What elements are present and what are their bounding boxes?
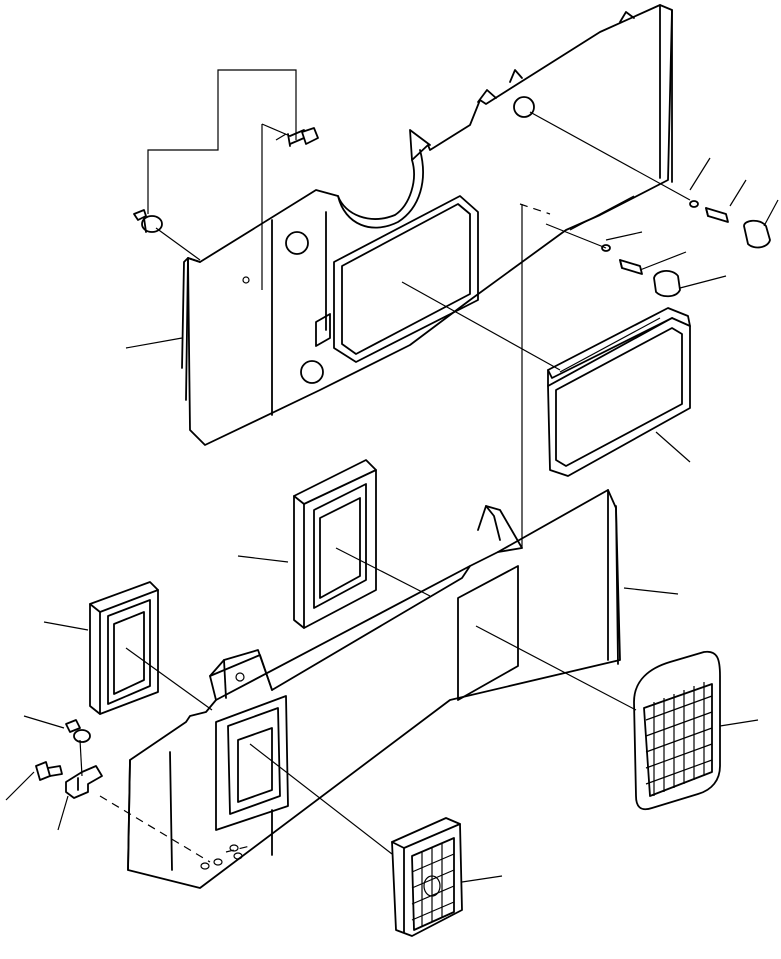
callout-14 [5, 771, 35, 801]
lower-cover-panel [127, 489, 621, 889]
callout-12 [719, 719, 759, 727]
hidden-lines [99, 203, 551, 863]
callout-13 [23, 715, 65, 729]
callout-6 [639, 251, 687, 271]
callout-1 [125, 337, 183, 349]
center-gasket-frame [293, 459, 377, 629]
callout-16 [461, 875, 503, 883]
callout-17 [275, 133, 287, 141]
callout-3 [729, 179, 747, 207]
upper-duct-filter [547, 307, 691, 477]
callout-7 [679, 275, 727, 289]
callout-8 [655, 431, 691, 463]
callout-11 [43, 621, 89, 631]
left-gasket-frame [89, 581, 159, 715]
assembly-lines [79, 69, 691, 855]
callout-lines [5, 133, 779, 883]
right-side-hardware [601, 200, 771, 298]
callout-15 [57, 795, 69, 831]
upper-cover-panel [181, 4, 673, 446]
right-air-grille [633, 650, 721, 811]
callout-4 [763, 199, 779, 227]
lower-air-louver [391, 817, 463, 937]
callout-5 [605, 231, 643, 241]
callout-10 [623, 587, 679, 595]
left-side-clip-hardware [35, 719, 103, 799]
callout-2 [689, 157, 711, 191]
callout-9 [237, 555, 289, 563]
